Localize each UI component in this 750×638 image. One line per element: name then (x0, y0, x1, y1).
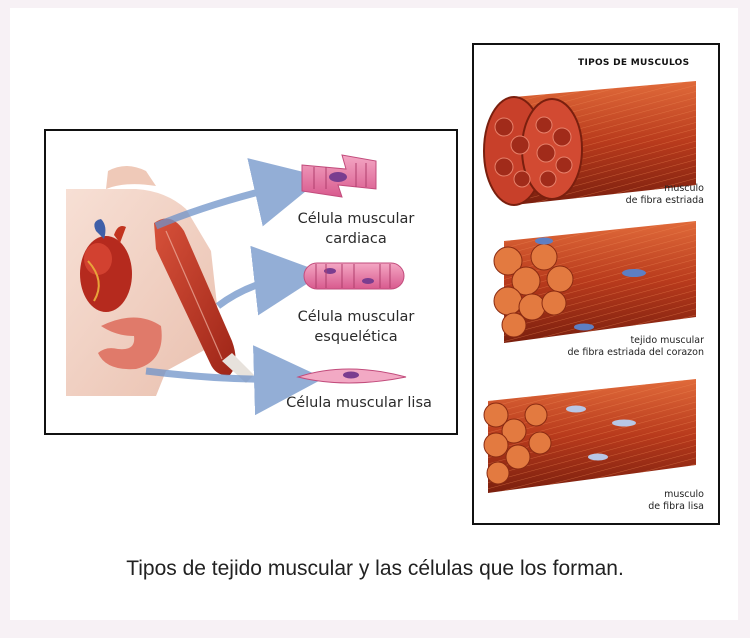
cardiac-cell-label: Célula muscular cardiaca (284, 209, 428, 249)
skeletal-cell (304, 263, 404, 289)
figure-caption: Tipos de tejido muscular y las células q… (0, 557, 750, 581)
cell-types-panel: Célula muscular cardiaca Célula muscular… (44, 129, 458, 435)
smooth-cell (298, 369, 406, 383)
arrow-to-skeletal (218, 276, 296, 306)
muscle-types-title: TIPOS DE MUSCULOS (578, 58, 689, 68)
smooth-muscle-bundle (484, 379, 696, 493)
muscle-types-panel: TIPOS DE MUSCULOS musculo de fibra estri… (472, 43, 720, 525)
body-cells-illustration (46, 131, 460, 437)
cardiac-tissue-bundle (494, 221, 696, 343)
smooth-muscle-label: musculo de fibra lisa (648, 489, 704, 513)
striated-muscle-label: musculo de fibra estriada (626, 183, 704, 207)
smooth-cell-label: Célula muscular lisa (274, 393, 444, 413)
skeletal-cell-label: Célula muscular esquelética (284, 307, 428, 347)
cardiac-cell (302, 155, 376, 197)
muscle-tissue-illustration (474, 45, 722, 527)
cardiac-tissue-label: tejido muscular de fibra estriada del co… (567, 335, 704, 359)
